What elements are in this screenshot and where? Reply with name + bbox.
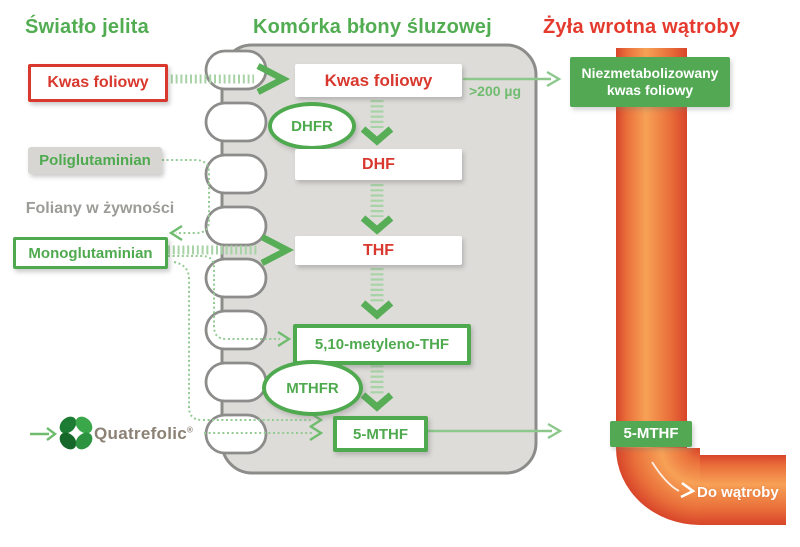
arrow-monoglutamate-into-cell <box>168 234 295 266</box>
food-folates-label: Foliany w żywności <box>25 200 175 217</box>
quatrefolic-brand-label: Quatrefolic® <box>94 424 193 444</box>
arrow-thf-to-methylene-thf <box>360 268 394 320</box>
portal-vein-horizontal-segment <box>700 455 786 525</box>
quatrefolic-clover-icon <box>59 416 93 450</box>
methylene-thf-box: 5,10-metyleno-THF <box>293 324 471 365</box>
lumen-folic-acid-box: Kwas foliowy <box>28 64 168 102</box>
microvillus-icon <box>204 257 268 299</box>
cell-5mthf-box: 5-MTHF <box>333 416 428 452</box>
quatrefolic-wordmark: Quatrefolic <box>94 424 188 443</box>
arrow-folic-acid-to-dhf <box>360 100 394 146</box>
dhfr-enzyme-oval: DHFR <box>268 102 356 150</box>
mthfr-enzyme-oval: MTHFR <box>262 360 363 416</box>
header-portal-vein: Żyła wrotna wątroby <box>543 16 741 38</box>
path-monoglutamate-to-methylene-thf <box>168 255 292 348</box>
arrow-dhf-to-thf <box>360 184 394 235</box>
thf-box: THF <box>295 236 462 265</box>
monoglutamate-box: Monoglutaminian <box>13 237 168 269</box>
to-liver-label: Do wątroby <box>697 484 779 501</box>
path-polyglutamate-to-monoglutamate <box>162 159 210 242</box>
unmetabolized-line2: kwas foliowy <box>606 82 694 98</box>
arrow-folic-acid-to-vein <box>463 70 562 88</box>
polyglutamate-box: Poliglutaminian <box>28 147 162 174</box>
header-mucosal-cell: Komórka błony śluzowej <box>253 16 492 38</box>
registered-mark: ® <box>187 425 194 435</box>
arrow-folic-acid-into-cell <box>166 63 291 95</box>
unmetabolized-line1: Niezmetabolizowany <box>581 64 719 81</box>
header-intestinal-lumen: Światło jelita <box>25 16 149 38</box>
threshold-label: >200 µg <box>469 83 522 99</box>
vein-5mthf-box: 5-MTHF <box>610 421 692 447</box>
path-quatrefolic-to-5mthf <box>204 424 324 442</box>
cell-folic-acid-box: Kwas foliowy <box>295 64 462 97</box>
arrow-methylene-thf-to-5mthf <box>360 360 394 412</box>
microvilli <box>204 49 268 455</box>
arrow-5mthf-to-vein <box>421 422 563 440</box>
unmetabolized-folic-acid-box: Niezmetabolizowany kwas foliowy <box>570 57 730 107</box>
portal-vein-vertical-segment <box>616 48 687 448</box>
microvillus-icon <box>204 205 268 247</box>
to-liver-arrow-icon <box>651 461 696 499</box>
microvillus-icon <box>204 101 268 143</box>
dhf-box: DHF <box>295 149 462 180</box>
microvillus-icon <box>204 361 268 403</box>
arrow-into-quatrefolic <box>30 427 57 441</box>
microvillus-icon <box>204 153 268 195</box>
